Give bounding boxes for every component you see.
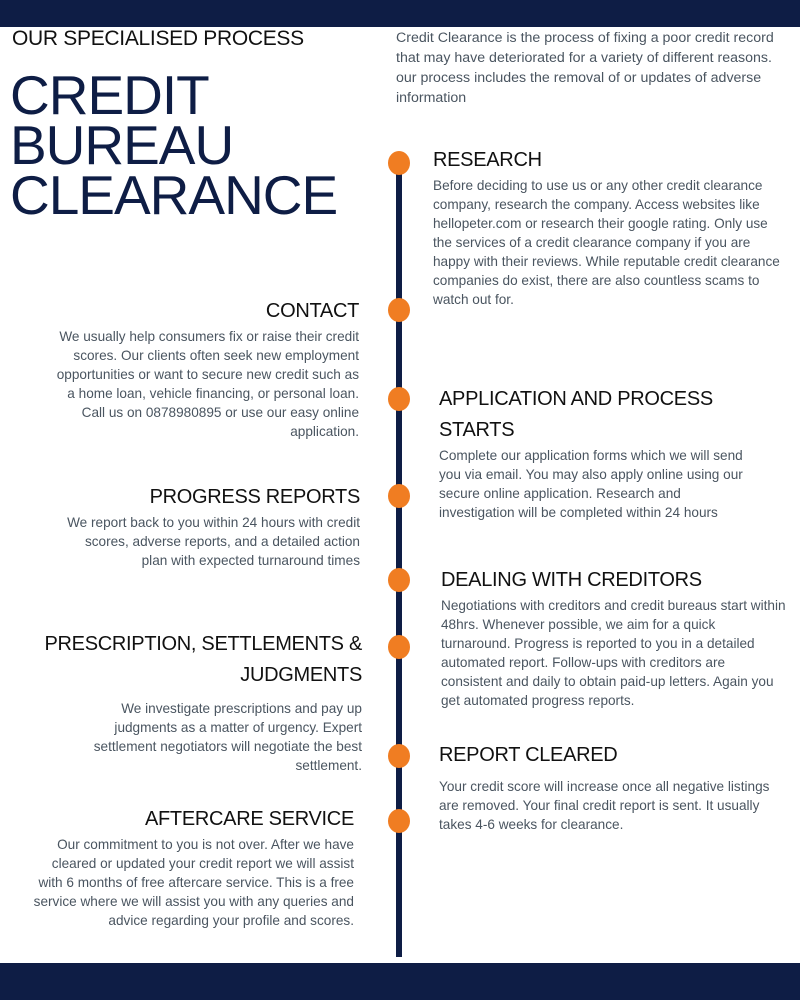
step-dealing-with-creditors: DEALING WITH CREDITORS Negotiations with… [441, 565, 786, 710]
step-text: Before deciding to use us or any other c… [433, 178, 780, 307]
step-text: Our commitment to you is not over. After… [33, 837, 354, 928]
step-text: Complete our application forms which we … [439, 448, 743, 520]
page-title: CREDIT BUREAU CLEARANCE [10, 64, 338, 226]
step-report-cleared: REPORT CLEARED Your credit score will in… [439, 740, 779, 834]
step-text: We investigate prescriptions and pay up … [93, 701, 362, 773]
timeline-dot [388, 298, 410, 322]
step-text: We usually help consumers fix or raise t… [56, 329, 359, 439]
top-banner [0, 0, 800, 27]
step-aftercare: AFTERCARE SERVICE Our commitment to you … [30, 804, 355, 930]
title-line: CLEARANCE [10, 164, 338, 226]
step-prescription: PRESCRIPTION, SETTLEMENTS & JUDGMENTS We… [20, 629, 362, 775]
timeline-dot [388, 387, 410, 411]
timeline-dot [388, 484, 410, 508]
timeline-dot [388, 744, 410, 768]
kicker: OUR SPECIALISED PROCESS [12, 27, 304, 50]
step-title: PROGRESS REPORTS [149, 486, 361, 508]
timeline-line [396, 165, 402, 957]
step-text: We report back to you within 24 hours wi… [67, 515, 360, 568]
bottom-banner [0, 963, 800, 1000]
step-title: REPORT CLEARED [439, 744, 618, 766]
step-title: CONTACT [265, 300, 359, 322]
intro-text: Credit Clearance is the process of fixin… [396, 30, 774, 106]
timeline-dot [388, 809, 410, 833]
title-line: CREDIT [10, 64, 210, 126]
timeline-dot [388, 568, 410, 592]
timeline-dot [388, 635, 410, 659]
timeline-dot [388, 151, 410, 175]
step-title: PRESCRIPTION, SETTLEMENTS & JUDGMENTS [44, 633, 362, 686]
step-title: DEALING WITH CREDITORS [441, 569, 702, 591]
step-progress-reports: PROGRESS REPORTS We report back to you w… [60, 482, 360, 570]
step-text: Negotiations with creditors and credit b… [441, 598, 786, 708]
step-research: RESEARCH Before deciding to use us or an… [433, 145, 783, 309]
step-title: APPLICATION AND PROCESS STARTS [439, 388, 713, 441]
step-title: RESEARCH [433, 149, 542, 171]
title-line: BUREAU [10, 114, 234, 176]
step-text: Your credit score will increase once all… [439, 779, 770, 832]
step-application: APPLICATION AND PROCESS STARTS Complete … [439, 384, 759, 522]
step-contact: CONTACT We usually help consumers fix or… [50, 296, 360, 441]
step-title: AFTERCARE SERVICE [144, 808, 354, 830]
